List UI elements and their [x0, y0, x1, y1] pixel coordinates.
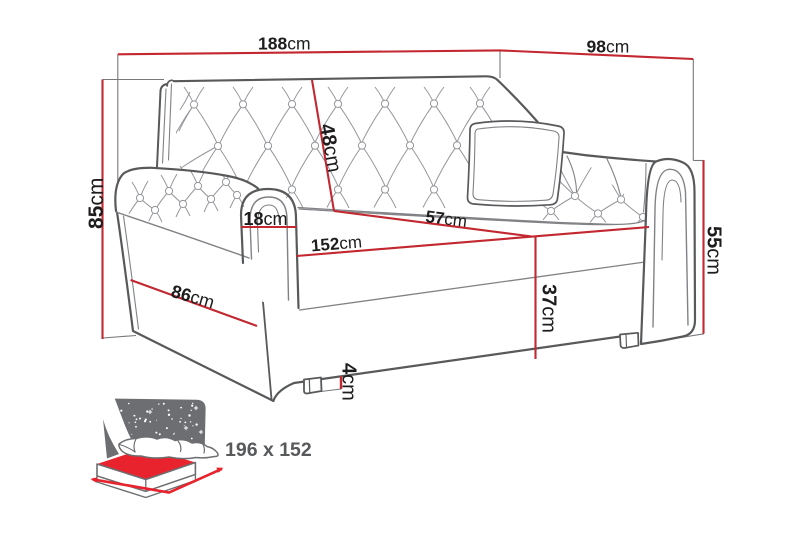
svg-text:37cm: 37cm — [538, 284, 560, 333]
svg-text:4cm: 4cm — [338, 363, 360, 401]
svg-text:55cm: 55cm — [703, 226, 725, 275]
svg-text:152cm: 152cm — [310, 232, 362, 255]
svg-text:85cm: 85cm — [85, 178, 108, 229]
svg-text:57cm: 57cm — [425, 207, 469, 231]
svg-text:188cm: 188cm — [258, 34, 311, 54]
svg-text:86cm: 86cm — [169, 281, 217, 312]
svg-text:18cm: 18cm — [244, 209, 288, 229]
svg-text:196 x 152: 196 x 152 — [225, 439, 312, 461]
svg-text:98cm: 98cm — [587, 37, 630, 57]
svg-text:48cm: 48cm — [315, 122, 345, 174]
